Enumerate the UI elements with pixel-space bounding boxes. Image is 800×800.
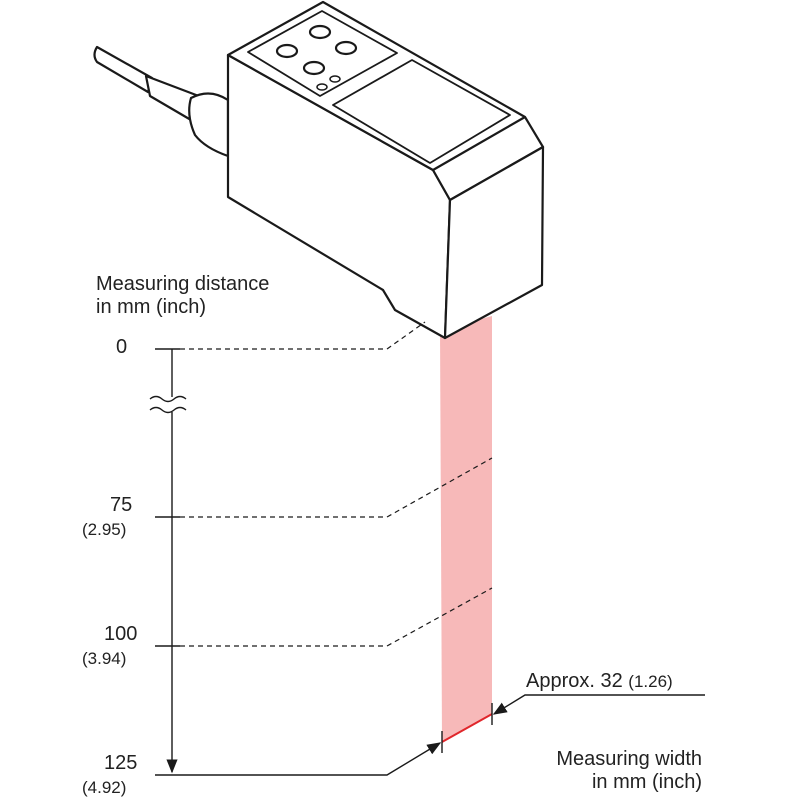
tick-label-75: 75 xyxy=(110,494,133,516)
distance-label-line1: Measuring distance xyxy=(96,273,270,295)
button-icon xyxy=(302,60,326,76)
tick-label-0: 0 xyxy=(116,336,128,358)
distance-axis xyxy=(149,348,187,776)
cable-gland xyxy=(188,92,230,158)
width-value-mm: Approx. 32 xyxy=(526,670,623,692)
distance-guides xyxy=(180,321,493,647)
distance-label-line2: in mm (inch) xyxy=(96,296,207,318)
width-dimension xyxy=(180,694,705,776)
button-icon xyxy=(275,43,299,59)
button-icon xyxy=(334,40,358,56)
tick-label-100: 100 xyxy=(104,623,138,645)
tick-inch-125: (4.92) xyxy=(82,778,127,797)
tick-inch-100: (3.94) xyxy=(82,649,127,668)
tick-inch-75: (2.95) xyxy=(82,520,127,539)
axis-break-icon xyxy=(149,395,187,414)
sensor-body xyxy=(93,0,545,340)
led-icon xyxy=(329,75,341,83)
button-icon xyxy=(308,24,332,40)
distance-label: Measuring distance in mm (inch) xyxy=(96,273,269,319)
cable xyxy=(93,45,154,94)
display-window xyxy=(332,59,511,164)
width-value: Approx. 32 (1.26) xyxy=(526,670,673,693)
width-label: Measuring width in mm (inch) xyxy=(556,748,702,794)
light-beam xyxy=(440,316,492,742)
width-label-line1: Measuring width xyxy=(556,748,702,770)
width-value-inch: (1.26) xyxy=(628,672,673,691)
tick-label-125: 125 xyxy=(104,752,138,774)
measuring-width-edge xyxy=(441,713,493,743)
led-icon xyxy=(316,83,328,91)
width-label-line2: in mm (inch) xyxy=(591,771,702,793)
